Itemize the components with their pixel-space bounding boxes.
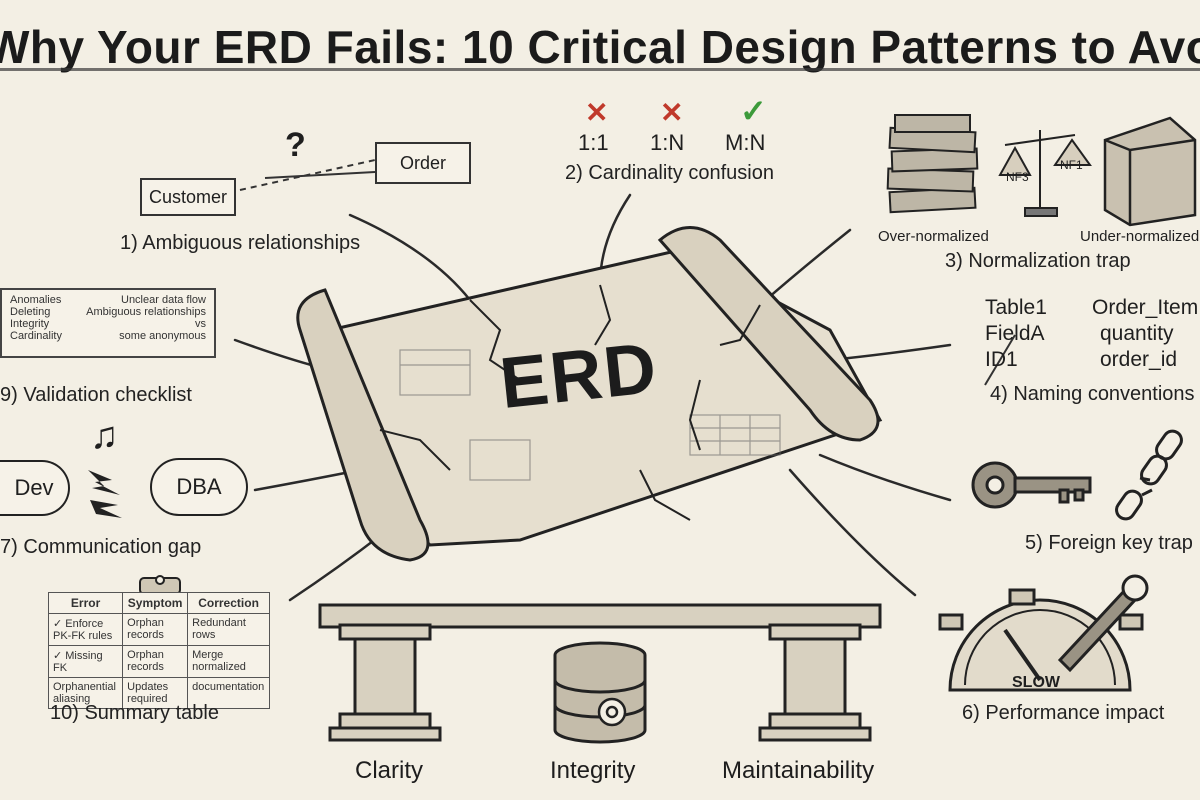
- pattern-10-label: 10) Summary table: [50, 702, 219, 724]
- dev-bubble: Dev: [0, 460, 70, 516]
- entity-order: Order: [375, 142, 471, 184]
- broken-chain-icon: [1115, 429, 1183, 521]
- erd-scroll: [296, 226, 883, 562]
- summary-table: Error Symptom Correction ✓ Enforce PK-FK…: [47, 592, 270, 709]
- bad-names: Table1 FieldA ID1: [985, 295, 1047, 373]
- scale-left-text: NF3: [1006, 170, 1029, 184]
- bad-name: Table1: [985, 296, 1047, 319]
- table-row: ✓ Missing FK Orphan records Merge normal…: [47, 645, 270, 678]
- good-names: Order_Item quantity order_id: [1092, 295, 1198, 373]
- question-mark-icon: ?: [285, 126, 306, 164]
- connector-4: [828, 343, 952, 362]
- pattern-6-label: 6) Performance impact: [962, 702, 1165, 724]
- cross-icon: ✕: [585, 97, 609, 128]
- bad-name: FieldA: [985, 322, 1045, 345]
- summary-header: Correction: [187, 592, 270, 614]
- music-note-icon: ♫: [90, 415, 119, 457]
- key-icon: [971, 461, 1092, 509]
- good-name: order_id: [1100, 348, 1178, 371]
- lightning-icon: [88, 470, 122, 518]
- gear-icon: [597, 697, 627, 727]
- gauge-slow-text: SLOW: [1012, 674, 1060, 691]
- database-icon: [553, 641, 647, 744]
- connector-3: [758, 228, 852, 307]
- table-row: Orphanential aliasing Updates required d…: [47, 677, 270, 709]
- cross-icon: ✕: [660, 97, 684, 128]
- dba-bubble: DBA: [150, 458, 248, 516]
- pattern-9-label: 9) Validation checklist: [0, 384, 192, 406]
- page-title: Why Your ERD Fails: 10 Critical Design P…: [0, 21, 1200, 73]
- title-underline: [0, 68, 1200, 71]
- cardinality-m-n: M:N: [725, 130, 766, 155]
- balance-scale-icon: [998, 130, 1092, 217]
- strike-line: [984, 334, 1016, 386]
- connector-6: [788, 468, 917, 597]
- good-name: quantity: [1100, 322, 1174, 345]
- connector-5: [818, 453, 952, 502]
- pillar-bridge: [318, 603, 882, 742]
- pattern-5-label: 5) Foreign key trap: [1025, 532, 1193, 554]
- pillar-integrity-label: Integrity: [550, 757, 636, 784]
- over-normalized-caption: Over-normalized: [878, 228, 989, 245]
- good-name: Order_Item: [1092, 296, 1199, 319]
- pillar-maintainability-label: Maintainability: [722, 757, 875, 784]
- gauge-icon: [938, 588, 1144, 692]
- connector-1: [348, 213, 472, 302]
- summary-header: Error: [47, 592, 124, 614]
- relationship-line-2: [264, 171, 376, 179]
- check-icon: ✓: [740, 93, 767, 129]
- pattern-1-label: 1) Ambiguous relationships: [120, 232, 361, 254]
- pattern-7-label: 7) Communication gap: [0, 536, 202, 558]
- table-row: ✓ Enforce PK-FK rules Orphan records Red…: [47, 613, 270, 646]
- book-stack-icon: [886, 114, 979, 214]
- clipboard-icon: [139, 575, 181, 595]
- pattern-4-label: 4) Naming conventions: [990, 383, 1195, 405]
- scale-right-text: NF1: [1060, 158, 1083, 172]
- wrench-icon: [1057, 574, 1149, 673]
- erd-label: ERD: [496, 327, 662, 425]
- pattern-3-label: 3) Normalization trap: [945, 250, 1131, 272]
- summary-header: Symptom: [122, 592, 189, 614]
- cardinality-1-1: 1:1: [578, 130, 609, 155]
- cube-icon: [1103, 116, 1197, 227]
- pattern-2-label: 2) Cardinality confusion: [565, 162, 774, 184]
- entity-customer: Customer: [140, 178, 236, 216]
- bad-name: ID1: [985, 348, 1018, 371]
- pillar-clarity-label: Clarity: [355, 757, 424, 784]
- cardinality-1-n: 1:N: [650, 130, 685, 155]
- under-normalized-caption: Under-normalized: [1080, 228, 1200, 245]
